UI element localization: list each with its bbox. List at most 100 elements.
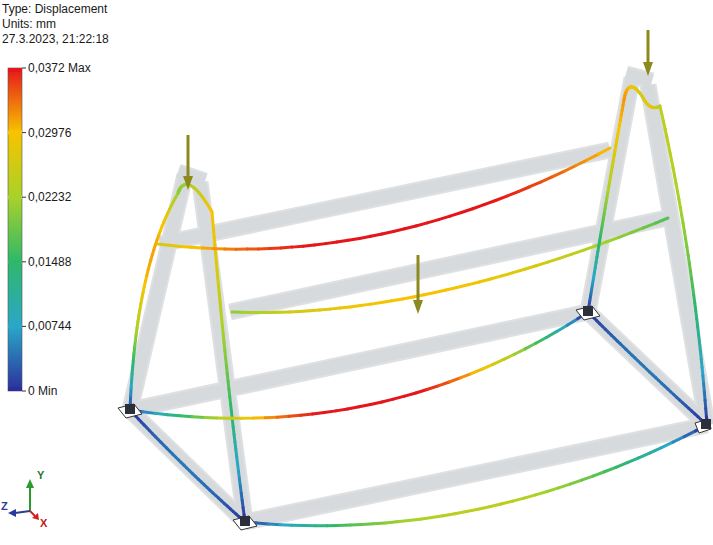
deformed-segment bbox=[501, 501, 513, 504]
deformed-segment bbox=[371, 303, 381, 305]
deformed-segment bbox=[265, 416, 277, 420]
support-block bbox=[125, 404, 135, 414]
support-block bbox=[240, 516, 250, 526]
deformed-segment bbox=[281, 246, 292, 250]
deformed-segment bbox=[553, 171, 564, 176]
legend-value: 0,02232 bbox=[28, 190, 71, 204]
legend-swatch bbox=[8, 324, 22, 328]
deformed-segment bbox=[397, 521, 409, 522]
deformed-segment bbox=[439, 216, 450, 219]
deformed-segment bbox=[304, 524, 316, 527]
load-arrows bbox=[183, 30, 653, 314]
legend-tick bbox=[8, 131, 26, 135]
deformed-segment bbox=[277, 415, 289, 419]
deformed-segment bbox=[392, 299, 403, 301]
deformed-segment bbox=[604, 467, 615, 471]
deformed-segment bbox=[493, 359, 504, 364]
deformed-segment bbox=[158, 244, 169, 245]
x-axis bbox=[30, 511, 35, 516]
deformed-segment bbox=[202, 247, 213, 251]
deformed-segment bbox=[192, 415, 204, 419]
legend-tick-line bbox=[22, 132, 26, 133]
deformed-segment bbox=[514, 349, 525, 354]
deformed-segment bbox=[289, 415, 301, 416]
tube-body bbox=[130, 74, 707, 522]
deformed-segment bbox=[446, 288, 457, 291]
support-block bbox=[701, 419, 711, 429]
deformed-segment bbox=[270, 246, 281, 250]
color-bar bbox=[8, 68, 26, 391]
legend-tick-line bbox=[22, 326, 26, 327]
deformed-segment bbox=[530, 182, 541, 187]
deformed-segment bbox=[650, 448, 661, 453]
load-arrowhead bbox=[643, 62, 653, 76]
deformed-segment bbox=[536, 337, 547, 343]
deformed-segment bbox=[557, 325, 567, 331]
deformed-segment bbox=[143, 412, 156, 414]
deformed-segment bbox=[427, 220, 438, 223]
deformed-segment bbox=[315, 524, 327, 527]
load-arrow bbox=[187, 135, 190, 178]
legend-value: 0,0372 Max bbox=[28, 61, 91, 75]
deformed-segment bbox=[225, 247, 236, 250]
deformed-segment bbox=[381, 301, 392, 303]
deformed-segment bbox=[479, 279, 490, 282]
deformed-segment bbox=[478, 507, 490, 510]
deformed-segment bbox=[468, 282, 479, 285]
legend-tick-line bbox=[22, 197, 26, 198]
deformed-segment bbox=[350, 306, 360, 307]
legend-tick bbox=[8, 324, 26, 328]
deformed-segment bbox=[525, 343, 536, 349]
legend-tick bbox=[8, 387, 26, 391]
deformed-segment bbox=[473, 205, 484, 209]
deformed-segment bbox=[656, 218, 668, 223]
deformed-segment bbox=[435, 290, 446, 292]
supports bbox=[118, 306, 711, 530]
z-axis bbox=[15, 511, 30, 513]
deformed-segment bbox=[629, 85, 632, 88]
deformed-segment bbox=[599, 148, 610, 154]
deformed-segment bbox=[205, 416, 217, 419]
deformed-segment bbox=[362, 522, 374, 526]
deformed-segment bbox=[524, 495, 536, 498]
deformed-segment bbox=[643, 223, 655, 228]
deformed-segment bbox=[502, 273, 513, 276]
deformed-segment bbox=[490, 276, 501, 279]
deformed-segment bbox=[547, 488, 558, 492]
deformed-segment bbox=[634, 87, 638, 90]
deformed-segment bbox=[427, 386, 438, 390]
deformed-segment bbox=[337, 240, 348, 242]
deformed-segment bbox=[359, 405, 370, 407]
header-text: Units: mm bbox=[2, 17, 56, 31]
legend-value: 0,00744 bbox=[28, 319, 71, 333]
deformed-segment bbox=[178, 187, 182, 191]
deformed-segment bbox=[631, 228, 643, 233]
legend-tick bbox=[8, 195, 26, 199]
x-axis-head bbox=[32, 513, 39, 520]
deformed-segment bbox=[583, 246, 595, 250]
deformed-segment bbox=[450, 213, 461, 217]
load-arrow bbox=[647, 30, 650, 64]
deformed-segment bbox=[371, 402, 382, 405]
deformed-segment bbox=[625, 89, 628, 93]
deformed-segment bbox=[301, 414, 313, 415]
deformed-segment bbox=[179, 186, 183, 190]
axis-label: Z bbox=[1, 499, 8, 513]
deformed-segment bbox=[457, 285, 468, 288]
axis-label: Y bbox=[37, 468, 44, 482]
deformed-segment bbox=[546, 331, 557, 337]
deformed-segment bbox=[595, 242, 607, 246]
deformed-segment bbox=[633, 86, 637, 89]
deformed-segment bbox=[684, 431, 695, 437]
deformed-segment bbox=[247, 247, 258, 250]
support-block bbox=[583, 306, 593, 316]
legend-value: 0,02976 bbox=[28, 126, 71, 140]
deformed-segment bbox=[374, 521, 386, 525]
deformed-segment bbox=[438, 382, 449, 386]
deformed-segment bbox=[194, 188, 198, 192]
legend-swatch bbox=[8, 387, 22, 391]
deformed-segment bbox=[525, 266, 537, 270]
deformed-segment bbox=[290, 310, 300, 313]
deformed-segment bbox=[518, 187, 529, 192]
load-arrowhead bbox=[413, 300, 423, 314]
